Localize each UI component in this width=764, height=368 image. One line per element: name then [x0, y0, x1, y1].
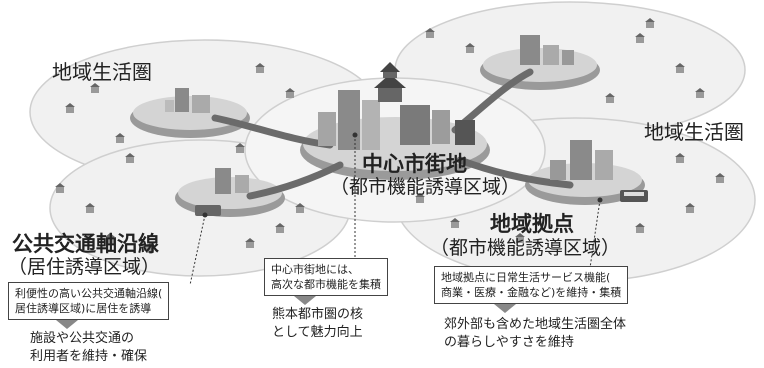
house-icon	[105, 233, 115, 243]
house-icon	[515, 233, 525, 243]
transit-box-line: 居住誘導区域)に居住を誘導	[15, 302, 152, 315]
houses	[55, 18, 725, 253]
region-label-top-left: 地域生活圏	[52, 60, 152, 84]
center-subtitle: （都市機能誘導区域）	[330, 176, 521, 198]
center-box: 中心市街地には、 高次な都市機能を集積	[264, 258, 388, 296]
center-box-line: 中心市街地には、	[271, 263, 359, 276]
center-note: 熊本都市圏の核 として魅力向上	[272, 306, 363, 342]
transit-note-line: 利用者を維持・確保	[30, 349, 148, 364]
center-buildings	[318, 62, 475, 150]
house-icon	[65, 103, 75, 113]
hub-box-line: 地域拠点に日常生活サービス機能(	[441, 271, 611, 284]
hub-note-line: の暮らしやすさを維持	[444, 335, 574, 350]
building-icon	[338, 90, 360, 150]
house-icon	[275, 223, 285, 233]
transit-down-arrow	[56, 320, 78, 329]
hub-note-line: 郊外部も含めた地域生活圏全体	[444, 317, 627, 332]
house-icon	[55, 183, 65, 193]
hub-box-line: 商業・医療・金融など)を維持・集積	[441, 286, 622, 299]
center-note-line: として魅力向上	[272, 325, 363, 340]
transit-title: 公共交通軸沿線	[12, 232, 159, 256]
house-icon	[685, 203, 695, 213]
hub-box: 地域拠点に日常生活サービス機能( 商業・医療・金融など)を維持・集積	[434, 266, 629, 304]
region-label-right: 地域生活圏	[644, 120, 744, 144]
hub-title: 地域拠点	[490, 212, 574, 236]
transit-box-line: 利便性の高い公共交通軸沿線(	[15, 287, 163, 300]
house-icon	[695, 88, 705, 98]
house-icon	[635, 223, 645, 233]
bus-icon	[620, 190, 648, 202]
house-icon	[675, 63, 685, 73]
center-title: 中心市街地	[362, 152, 467, 176]
house-icon	[675, 153, 685, 163]
house-icon	[605, 93, 615, 103]
center-note-line: 熊本都市圏の核	[272, 307, 364, 322]
house-icon	[465, 43, 475, 53]
house-icon	[145, 243, 155, 253]
house-icon	[425, 28, 435, 38]
house-icon	[635, 33, 645, 43]
house-icon	[115, 133, 125, 143]
transit-subtitle: （居住誘導区域）	[8, 256, 161, 278]
house-icon	[715, 173, 725, 183]
hub-subtitle: （都市機能誘導区域）	[430, 237, 621, 259]
house-icon	[125, 153, 135, 163]
center-down-arrow	[294, 296, 316, 305]
leader-lines	[189, 135, 601, 286]
house-icon	[285, 88, 295, 98]
house-icon	[245, 238, 255, 248]
house-icon	[645, 18, 655, 28]
house-icon	[90, 83, 100, 93]
hub-down-arrow	[494, 304, 516, 313]
hub-note: 郊外部も含めた地域生活圏全体 の暮らしやすさを維持	[444, 316, 626, 352]
center-box-line: 高次な都市機能を集積	[271, 278, 381, 291]
transit-note-line: 施設や公共交通の	[30, 331, 135, 346]
house-icon	[295, 203, 305, 213]
castle-icon	[374, 62, 406, 102]
house-icon	[415, 193, 425, 203]
transit-note: 施設や公共交通の 利用者を維持・確保	[30, 330, 147, 366]
transit-box: 利便性の高い公共交通軸沿線( 居住誘導区域)に居住を誘導	[8, 282, 170, 320]
district-buildings	[165, 35, 648, 216]
house-icon	[255, 63, 265, 73]
house-icon	[235, 143, 245, 153]
house-icon	[450, 218, 460, 228]
house-icon	[85, 203, 95, 213]
